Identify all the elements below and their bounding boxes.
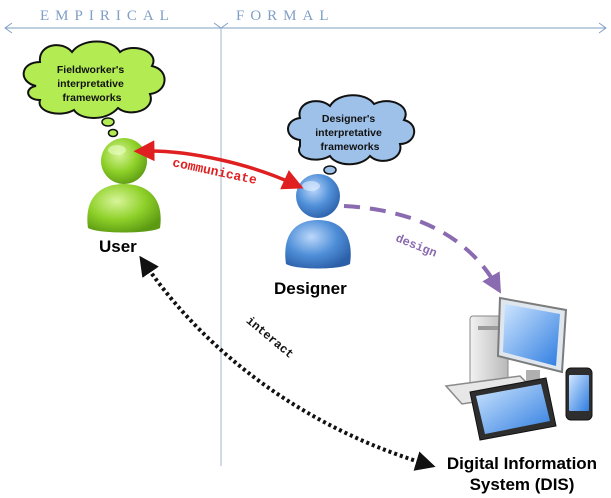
- thought-line: Fieldworker's: [57, 64, 124, 76]
- designer-person-icon: [285, 174, 351, 269]
- tower-drive-slot: [478, 326, 500, 330]
- phone-screen: [569, 375, 589, 411]
- thought-line: interpretative: [57, 78, 124, 90]
- user-body: [87, 184, 161, 233]
- design-arrow: design: [343, 204, 502, 294]
- tablet-screen: [476, 384, 550, 434]
- cloud-shape-blue: [287, 94, 415, 166]
- formal-label: FORMAL: [236, 8, 335, 24]
- monitor-screen: [503, 304, 560, 366]
- designer-thought-cloud: Designer's interpretative frameworks: [287, 94, 415, 186]
- thought-bubble: [323, 165, 337, 175]
- top-axis: EMPIRICAL FORMAL: [4, 8, 607, 466]
- thought-line: frameworks: [63, 92, 122, 104]
- cloud-shape-green: [22, 40, 166, 119]
- axis-divider-tick: [213, 22, 229, 29]
- communicate-arrow: communicate: [133, 140, 304, 190]
- designer-label: Designer: [274, 279, 347, 298]
- designer-body: [285, 220, 351, 269]
- thought-bubble: [107, 128, 119, 138]
- monitor-stand: [526, 370, 540, 382]
- design-label: design: [393, 232, 438, 261]
- thought-bubble: [101, 117, 115, 127]
- user-head: [101, 138, 147, 184]
- thought-line: Designer's: [322, 113, 375, 125]
- designer-head-highlight: [302, 181, 320, 191]
- interact-label: interact: [243, 314, 296, 362]
- computer-devices-icon: [444, 296, 593, 441]
- axis-left-arrowhead: [4, 22, 13, 34]
- user-label: User: [99, 237, 137, 256]
- user-head-highlight: [108, 145, 126, 155]
- system-label-line1: Digital Information: [447, 454, 597, 473]
- fieldworker-thought-text: Fieldworker's interpretative frameworks: [57, 64, 127, 104]
- axis-right-arrowhead: [598, 22, 607, 34]
- fieldworker-thought-cloud: Fieldworker's interpretative frameworks: [22, 40, 166, 138]
- empirical-label: EMPIRICAL: [40, 8, 175, 24]
- communicate-arrow-line: [133, 140, 304, 190]
- thought-line: interpretative: [315, 127, 382, 139]
- designer-thought-text: Designer's interpretative frameworks: [315, 113, 384, 153]
- thought-line: frameworks: [321, 141, 380, 153]
- system-label-line2: System (DIS): [470, 475, 575, 494]
- designer-head: [296, 174, 340, 218]
- design-arrow-line: [343, 204, 502, 294]
